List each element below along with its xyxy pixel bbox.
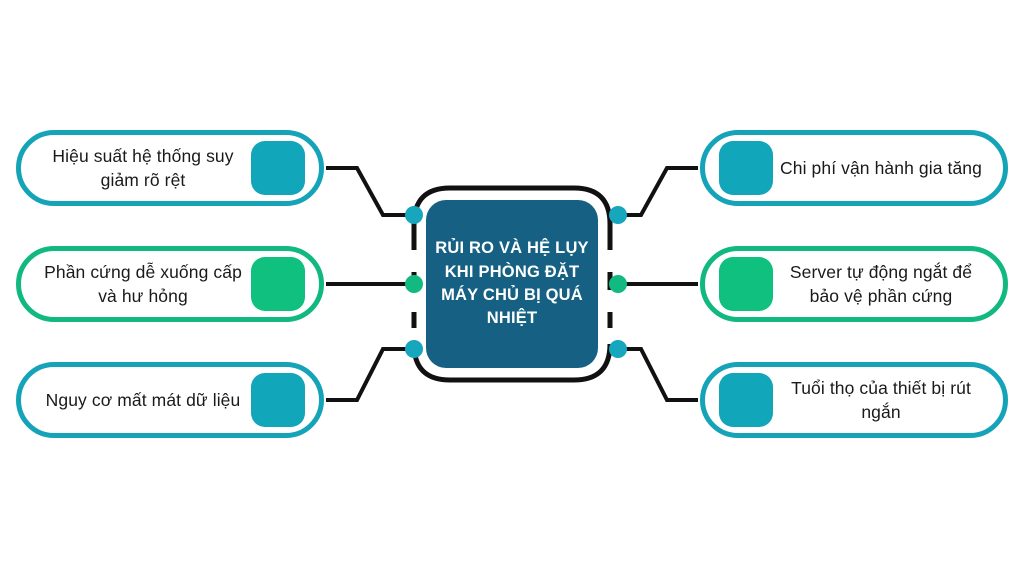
branch-label: Server tự động ngắt để bảo vệ phần cứng [789, 261, 973, 306]
rounded-square-icon [719, 373, 773, 427]
connector-dot-right-top [609, 206, 627, 224]
branch-label: Tuổi thọ của thiết bị rút ngắn [791, 377, 971, 422]
branch-card-left-bottom[interactable]: Nguy cơ mất mát dữ liệu [16, 362, 324, 438]
rounded-square-icon [719, 141, 773, 195]
branch-label: Hiệu suất hệ thống suy giảm rõ rệt [52, 145, 234, 190]
connector-right-bottom [618, 347, 698, 402]
branch-card-right-middle[interactable]: Server tự động ngắt để bảo vệ phần cứng [700, 246, 1008, 322]
center-node[interactable]: RỦI RO VÀ HỆ LỤY KHI PHÒNG ĐẶT MÁY CHỦ B… [404, 178, 620, 390]
card-content: Server tự động ngắt để bảo vệ phần cứng [705, 251, 1003, 317]
card-content: Hiệu suất hệ thống suy giảm rõ rệt [21, 135, 319, 201]
branch-card-right-bottom[interactable]: Tuổi thọ của thiết bị rút ngắn [700, 362, 1008, 438]
connector-dot-left-middle [405, 275, 423, 293]
connector-dot-left-bottom [405, 340, 423, 358]
connector-dot-left-top [405, 206, 423, 224]
connector-right-top [618, 166, 698, 217]
connector-left-top [326, 166, 406, 217]
card-content: Tuổi thọ của thiết bị rút ngắn [705, 367, 1003, 433]
card-content: Phần cứng dễ xuống cấp và hư hỏng [21, 251, 319, 317]
branch-card-left-middle[interactable]: Phần cứng dễ xuống cấp và hư hỏng [16, 246, 324, 322]
card-content: Chi phí vận hành gia tăng [705, 135, 1003, 201]
rounded-square-icon [719, 257, 773, 311]
connector-dot-right-bottom [609, 340, 627, 358]
rounded-square-icon [251, 141, 305, 195]
center-node-title: RỦI RO VÀ HỆ LỤY KHI PHÒNG ĐẶT MÁY CHỦ B… [435, 239, 589, 328]
rounded-square-icon [251, 257, 305, 311]
branch-card-left-top[interactable]: Hiệu suất hệ thống suy giảm rõ rệt [16, 130, 324, 206]
center-node-box: RỦI RO VÀ HỆ LỤY KHI PHÒNG ĐẶT MÁY CHỦ B… [426, 200, 598, 368]
card-content: Nguy cơ mất mát dữ liệu [21, 367, 319, 433]
branch-label: Nguy cơ mất mát dữ liệu [45, 389, 241, 410]
rounded-square-icon [251, 373, 305, 427]
branch-label: Chi phí vận hành gia tăng [780, 157, 982, 178]
connector-dot-right-middle [609, 275, 627, 293]
branch-label: Phần cứng dễ xuống cấp và hư hỏng [44, 261, 242, 306]
branch-card-right-top[interactable]: Chi phí vận hành gia tăng [700, 130, 1008, 206]
connector-left-bottom [326, 347, 406, 402]
